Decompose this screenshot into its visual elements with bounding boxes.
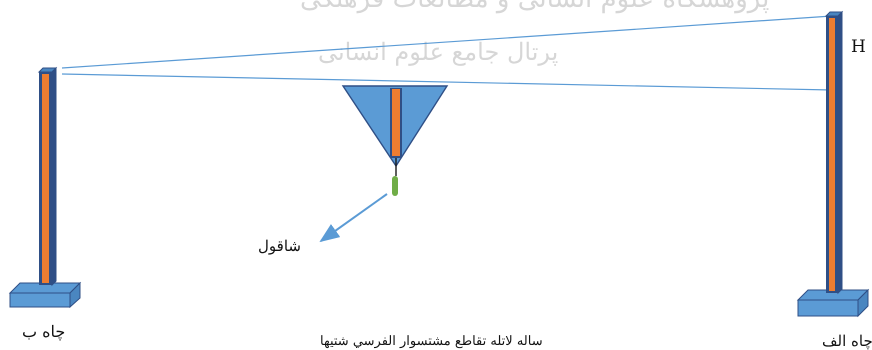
plumb-bob — [392, 176, 398, 196]
height-label: H — [851, 37, 866, 57]
left-pole — [37, 66, 58, 287]
well-a-label: چاه الف — [822, 332, 872, 350]
right-pole — [824, 10, 844, 295]
right-pole-base — [796, 288, 870, 318]
leveling-triangle — [341, 85, 449, 176]
plumb-arrow — [319, 193, 388, 243]
bottom-caption: ساله لاتله تقاطع مشتسوار الفرسي شتيها — [320, 334, 543, 349]
watermark-line-1: پژوهشگاه علوم انسانی و مطالعات فرهنگی — [300, 0, 769, 14]
sight-line-upper — [61, 15, 833, 69]
plumb-label: شاقول — [258, 237, 301, 255]
left-pole-base — [8, 281, 82, 309]
sight-line-lower — [61, 73, 833, 91]
well-b-label: چاه ب — [22, 322, 66, 341]
